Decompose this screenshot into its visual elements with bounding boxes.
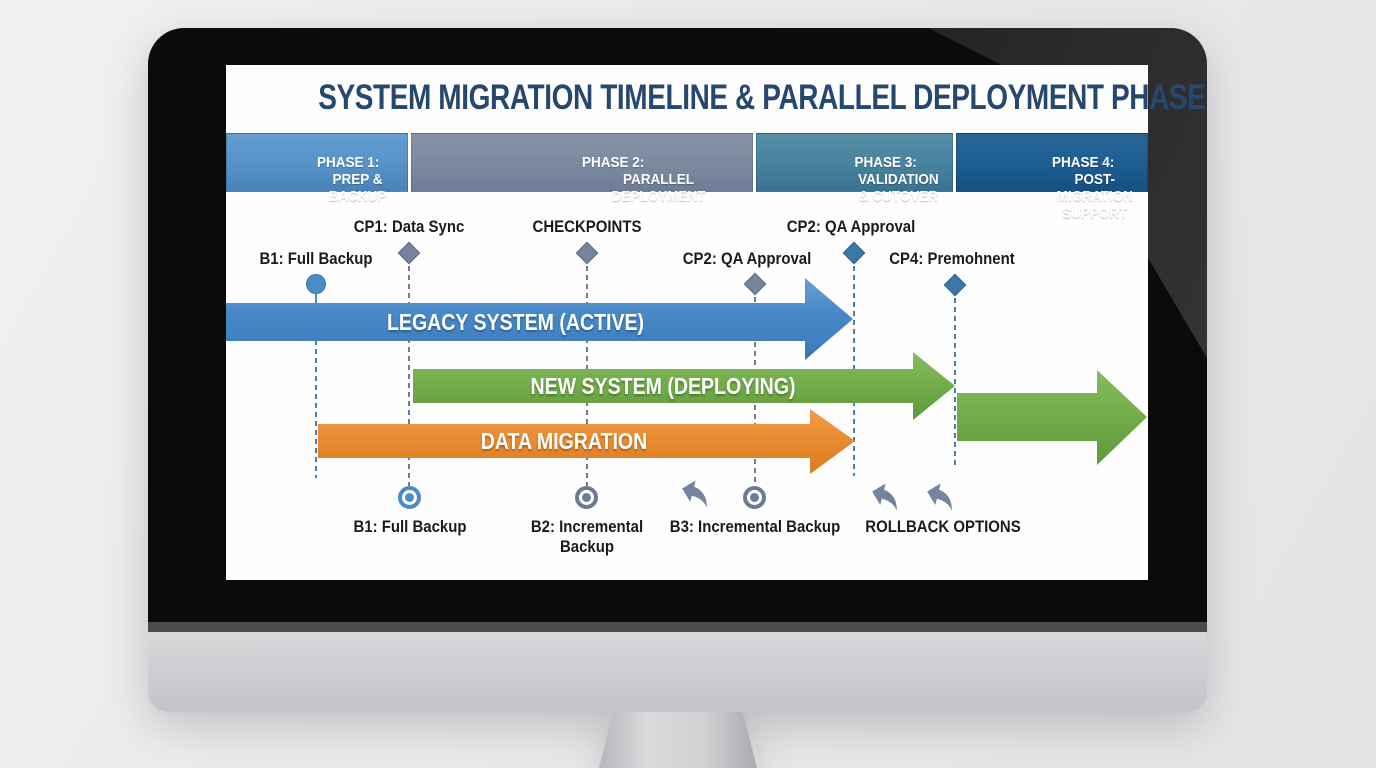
monitor-stand-neck [599, 712, 757, 768]
phase-desc: POST-MIGRATION SUPPORT [1056, 171, 1133, 222]
phase-2-header: PHASE 2: PARALLEL DEPLOYMENT [411, 133, 753, 205]
phase-1-header: PHASE 1: PREP & BACKUP [226, 133, 408, 205]
phase-desc: PARALLEL DEPLOYMENT [611, 171, 706, 205]
phase-3-header: PHASE 3: VALIDATION & CUTOVER [756, 133, 953, 205]
legacy-system-label: LEGACY SYSTEM (ACTIVE) [386, 309, 645, 335]
phase-name: PHASE 1: [317, 154, 380, 171]
milestone-label-cp2-upper: CP2: QA Approval [786, 217, 916, 236]
milestone-label-cp1: CP1: Data Sync [353, 217, 465, 236]
monitor-chin [148, 632, 1207, 712]
rollback-arrow-icon [867, 476, 905, 514]
monitor: SYSTEM MIGRATION TIMELINE & PARALLEL DEP… [148, 28, 1207, 768]
backup-circle-icon [575, 486, 598, 509]
phase-desc: PREP & BACKUP [328, 171, 387, 205]
slide-title: SYSTEM MIGRATION TIMELINE & PARALLEL DEP… [318, 78, 1207, 117]
data-migration-label: DATA MIGRATION [480, 428, 648, 454]
post-migration-arrow [957, 370, 1147, 465]
milestone-circle-icon [306, 274, 326, 294]
phase-desc: VALIDATION & CUTOVER [858, 171, 939, 205]
milestone-label-cp2-lower: CP2: QA Approval [682, 249, 812, 268]
rollback-arrow-icon [922, 476, 960, 514]
new-system-arrow: NEW SYSTEM (DEPLOYING) [413, 352, 955, 420]
monitor-bottom-strip [148, 622, 1207, 632]
monitor-bezel: SYSTEM MIGRATION TIMELINE & PARALLEL DEP… [148, 28, 1207, 622]
milestone-diamond-icon [743, 272, 767, 296]
phase-name: PHASE 3: [854, 154, 917, 171]
guide-line [315, 295, 317, 478]
presentation-slide: SYSTEM MIGRATION TIMELINE & PARALLEL DEP… [226, 65, 1207, 580]
milestone-diamond-icon [397, 241, 421, 265]
backup-label-b1: B1: Full Backup [353, 517, 467, 536]
backup-label-b3: B3: Incremental Backup [669, 517, 841, 536]
backup-circle-icon [398, 486, 421, 509]
milestone-diamond-icon [943, 273, 967, 297]
milestone-label-checkpoints: CHECKPOINTS [532, 217, 642, 236]
rollback-arrow-icon [677, 473, 715, 511]
rollback-options-label: ROLLBACK OPTIONS [865, 517, 1021, 536]
guide-line [954, 298, 956, 469]
phase-name: PHASE 2: [582, 154, 645, 171]
backup-label-b2: B2: Incremental Backup [530, 517, 644, 556]
milestone-diamond-icon [842, 241, 866, 265]
new-system-label: NEW SYSTEM (DEPLOYING) [530, 373, 796, 399]
milestone-label-b1: B1: Full Backup [259, 249, 373, 268]
guide-line [408, 266, 410, 486]
milestone-diamond-icon [575, 241, 599, 265]
milestone-circle-stem [315, 293, 317, 303]
phase-name: PHASE 4: [1052, 154, 1115, 171]
phase-4-header: PHASE 4: POST-MIGRATION SUPPORT [956, 133, 1148, 222]
backup-circle-icon [743, 486, 766, 509]
milestone-label-cp4: CP4: Premohnent [889, 249, 1015, 268]
